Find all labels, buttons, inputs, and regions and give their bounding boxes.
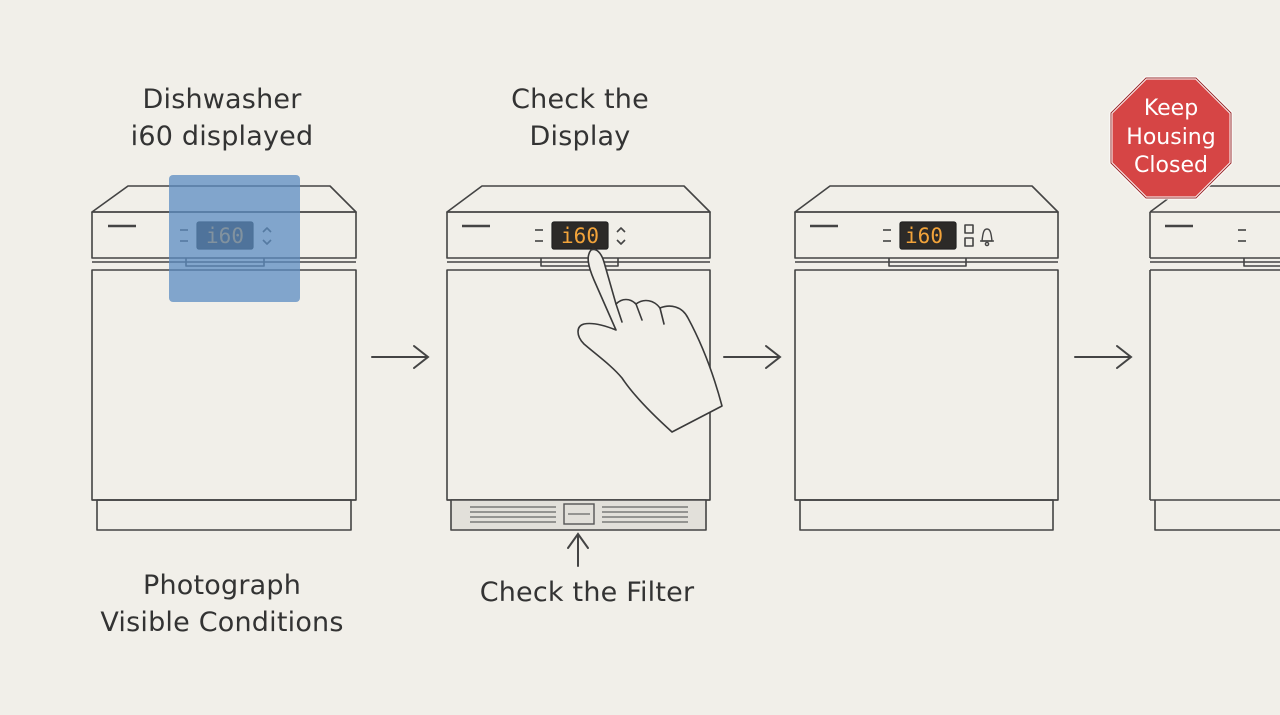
step-1-title: Dishwasher i60 displayed xyxy=(112,81,332,155)
step-1-caption-line-1: Photograph xyxy=(142,570,302,601)
display-3-code: i60 xyxy=(905,224,943,248)
step-2-title-line-2: Display xyxy=(529,121,631,152)
step-2-title-line-1: Check the xyxy=(511,84,649,115)
dishwasher-4 xyxy=(1149,185,1280,531)
arrow-up-icon xyxy=(567,532,589,567)
step-2-caption: Check the Filter xyxy=(456,574,718,611)
step-2-title: Check the Display xyxy=(470,81,690,155)
dishwasher-2 xyxy=(446,185,711,531)
step-1-title-line-1: Dishwasher xyxy=(142,84,302,115)
display-highlight xyxy=(169,175,300,302)
filter-grille xyxy=(470,503,688,525)
display-2 xyxy=(551,221,609,250)
display-2-code: i60 xyxy=(561,224,599,248)
stop-sign-line-1: Keep xyxy=(1144,96,1198,121)
display-3 xyxy=(899,221,957,250)
bell-icon xyxy=(980,228,994,247)
step-1-title-line-2: i60 displayed xyxy=(130,121,314,152)
step-1-caption: Photograph Visible Conditions xyxy=(80,567,364,641)
stop-sign-line-2: Housing xyxy=(1126,125,1215,150)
arrow-right-icon xyxy=(1074,345,1133,369)
dishwasher-3 xyxy=(794,185,1059,531)
arrow-right-icon xyxy=(371,345,430,369)
step-1-caption-line-2: Visible Conditions xyxy=(100,607,344,638)
pointing-hand-icon xyxy=(577,248,723,433)
arrow-right-icon xyxy=(723,345,782,369)
stop-sign-line-3: Closed xyxy=(1134,153,1208,178)
stop-sign-icon: Keep Housing Closed xyxy=(1109,76,1233,200)
step-2-caption-line-1: Check the Filter xyxy=(479,577,695,608)
